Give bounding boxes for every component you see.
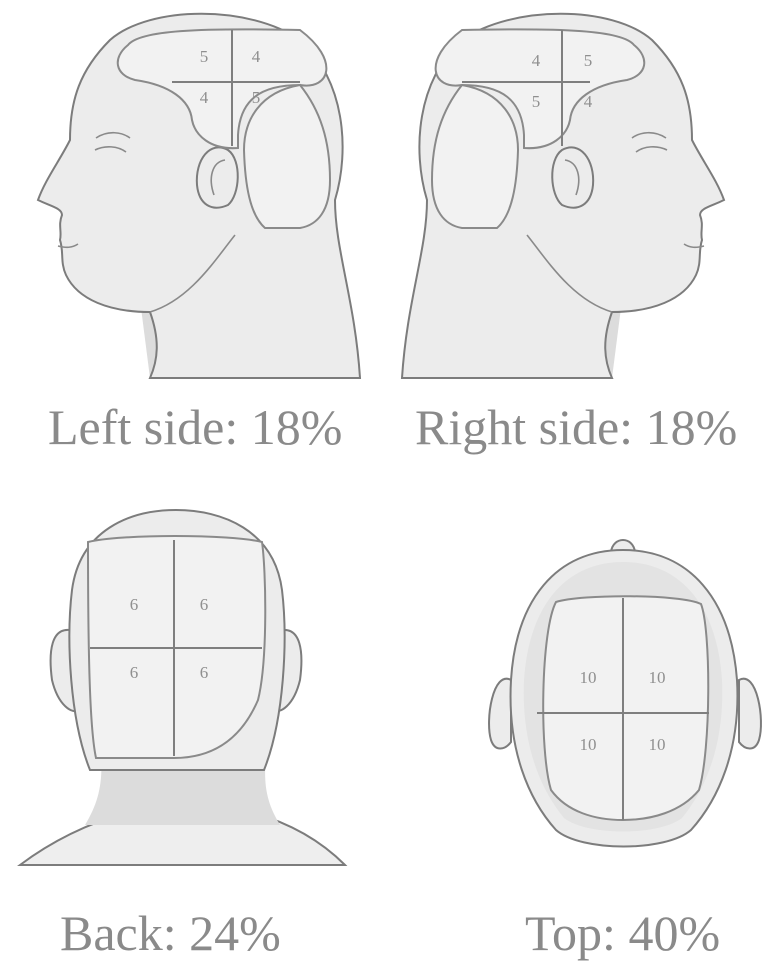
back-panel: 6 6 6 6 Back: 24% <box>0 490 381 973</box>
right-quadrant-bottom-left: 5 <box>532 92 541 111</box>
left-quadrant-top-right: 4 <box>252 47 261 66</box>
back-caption: Back: 24% <box>60 908 281 958</box>
back-quadrant-bottom-left: 6 <box>130 663 139 682</box>
right-quadrant-top-left: 4 <box>532 51 541 70</box>
top-panel: 10 10 10 10 Top: 40% <box>381 490 762 973</box>
right-quadrant-bottom-right: 4 <box>584 92 593 111</box>
back-quadrant-top-right: 6 <box>200 595 209 614</box>
top-caption: Top: 40% <box>525 908 720 958</box>
left-quadrant-bottom-left: 4 <box>200 88 209 107</box>
left-side-head-illustration: 5 4 4 5 <box>0 0 381 400</box>
back-head-illustration: 6 6 6 6 <box>0 490 381 890</box>
left-side-panel: 5 4 4 5 Left side: 18% <box>0 0 381 460</box>
top-quadrant-top-left: 10 <box>580 668 597 687</box>
top-quadrant-bottom-left: 10 <box>580 735 597 754</box>
left-side-caption: Left side: 18% <box>48 402 342 452</box>
top-quadrant-top-right: 10 <box>649 668 666 687</box>
top-head-illustration: 10 10 10 10 <box>381 490 762 890</box>
right-side-panel: 4 5 5 4 Right side: 18% <box>381 0 762 460</box>
back-quadrant-top-left: 6 <box>130 595 139 614</box>
left-quadrant-top-left: 5 <box>200 47 209 66</box>
left-quadrant-bottom-right: 5 <box>252 88 261 107</box>
right-quadrant-top-right: 5 <box>584 51 593 70</box>
back-quadrant-bottom-right: 6 <box>200 663 209 682</box>
right-side-caption: Right side: 18% <box>415 402 737 452</box>
top-quadrant-bottom-right: 10 <box>649 735 666 754</box>
right-side-head-illustration: 4 5 5 4 <box>381 0 762 400</box>
